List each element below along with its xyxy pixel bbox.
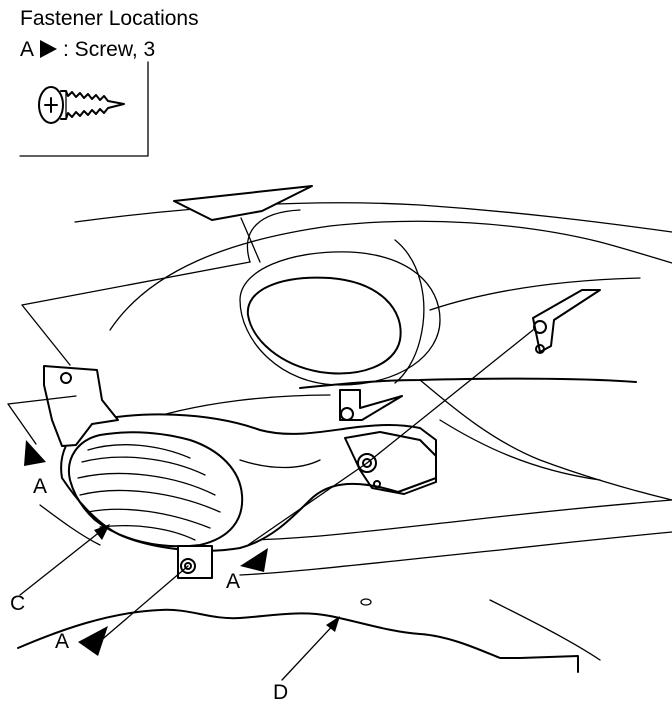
arrow-c-icon <box>94 524 110 540</box>
legend-item-letter: A <box>20 38 35 61</box>
callout-arrows <box>24 440 340 656</box>
body-panel <box>21 202 672 661</box>
legend-item-text: : Screw, 3 <box>63 38 156 61</box>
leader-lines <box>19 329 534 681</box>
legend-title: Fastener Locations <box>20 7 199 30</box>
lower-bumper-edge <box>17 598 579 673</box>
fog-light-assembly <box>60 413 437 579</box>
callout-c: C <box>10 592 26 615</box>
screw-icon <box>38 86 125 124</box>
arrow-a2-icon <box>240 548 268 572</box>
arrow-marker-icon <box>40 40 58 58</box>
fog-light-opening <box>239 251 441 386</box>
left-bracket <box>7 365 119 447</box>
upper-tab <box>173 185 313 263</box>
callout-a-center: A <box>226 570 241 593</box>
legend-box <box>19 61 149 157</box>
callout-a-lower: A <box>55 630 70 653</box>
callout-a-left: A <box>33 475 48 498</box>
arrow-d-icon <box>326 616 340 632</box>
arrow-a3-icon <box>78 626 108 656</box>
right-bracket <box>532 289 601 354</box>
callout-d: D <box>273 681 289 704</box>
center-bracket <box>339 389 403 421</box>
legend-item: A : Screw, 3 <box>20 39 155 60</box>
arrow-a1-icon <box>24 440 46 466</box>
